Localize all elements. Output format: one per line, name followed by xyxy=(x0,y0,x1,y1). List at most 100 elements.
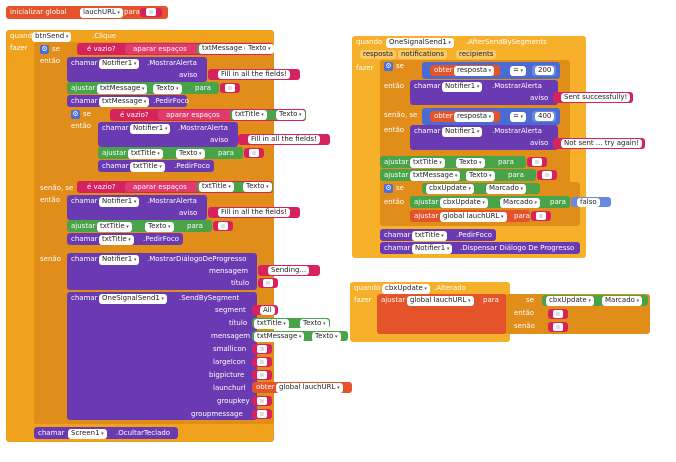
notifier-dropdown-5[interactable]: Notifier1 xyxy=(442,82,483,92)
empty-text-largeicon[interactable] xyxy=(252,357,272,367)
call-txttitle-focus-3[interactable]: chamar txtTitle .PedirFoco xyxy=(380,229,496,241)
cbxupdate-dropdown-3[interactable]: cbxUpdate xyxy=(382,284,430,294)
checked-dropdown-3[interactable]: Marcado xyxy=(602,296,643,306)
call-txtmessage-focus[interactable]: chamar txtMessage .PedirFoco xyxy=(67,95,189,107)
empty-text-7[interactable] xyxy=(531,211,551,221)
global-lauchurl-dropdown[interactable]: global lauchURL xyxy=(276,383,343,393)
call-notifier-showalert[interactable]: chamar Notifier1 .MostrarAlerta aviso xyxy=(67,57,207,82)
resposta-dropdown-2[interactable]: resposta xyxy=(454,112,495,122)
empty-text-3[interactable] xyxy=(213,221,233,231)
txttitle-dropdown-6[interactable]: txtTitle xyxy=(99,235,134,245)
is-empty-block[interactable]: é vazio? aparar espaços txtMessage Texto xyxy=(77,43,274,55)
number-200[interactable]: 200 xyxy=(532,65,556,76)
text-prop-dropdown-9[interactable]: Texto xyxy=(456,158,485,168)
set-txtmessage-after[interactable]: ajustar txtMessage Texto para xyxy=(380,169,536,181)
is-empty-block-3[interactable]: é vazio? aparar espaços txtTitle Texto xyxy=(77,181,273,193)
txtmessage-getter-2[interactable]: txtMessage Texto xyxy=(252,331,348,342)
global-name-field[interactable]: lauchURL xyxy=(80,8,123,18)
cbxupdate-dropdown-4[interactable]: cbxUpdate xyxy=(546,296,594,306)
trim-block[interactable]: aparar espaços txtMessage Texto xyxy=(125,44,274,54)
text-prop-dropdown[interactable]: Texto xyxy=(245,44,274,54)
call-txttitle-focus-2[interactable]: chamar txtTitle .PedirFoco xyxy=(67,233,183,245)
cbxupdate-checked-getter-2[interactable]: cbxUpdate Marcado xyxy=(542,295,648,306)
number-400[interactable]: 400 xyxy=(532,111,556,122)
text-prop-dropdown-5[interactable]: Texto xyxy=(243,182,272,192)
notifier-dropdown-6[interactable]: Notifier1 xyxy=(442,127,483,137)
empty-text-bigpicture[interactable] xyxy=(252,370,272,380)
notifier-dropdown-7[interactable]: Notifier1 xyxy=(412,244,453,254)
txtmessage-dropdown-2[interactable]: txtMessage xyxy=(97,84,148,94)
get-global-lauchurl[interactable]: obter global lauchURL xyxy=(252,382,352,393)
component-dropdown[interactable]: btnSend xyxy=(32,32,72,42)
call-hide-keyboard[interactable]: chamar Screen1 .OcultarTeclado xyxy=(34,427,178,439)
fail-text[interactable]: Not sent ... try again! xyxy=(553,138,645,149)
set-txttitle-after[interactable]: ajustar txtTitle Texto para xyxy=(380,156,526,168)
sending-text[interactable]: Sending... xyxy=(258,265,320,276)
false-value[interactable]: falso xyxy=(577,198,600,207)
compare-400-block[interactable]: obter resposta = 400 xyxy=(422,108,560,125)
global-lauchurl-dropdown-3[interactable]: global lauchURL xyxy=(407,296,474,306)
txttitle-getter-3[interactable]: txtTitle Texto xyxy=(252,318,330,329)
sending-value[interactable]: Sending... xyxy=(268,266,310,275)
txttitle-dropdown-9[interactable]: txtTitle xyxy=(412,231,447,241)
notifier-dropdown[interactable]: Notifier1 xyxy=(99,59,140,69)
empty-text-4[interactable] xyxy=(258,278,278,288)
notifier-dropdown-4[interactable]: Notifier1 xyxy=(99,255,140,265)
txttitle-dropdown[interactable]: txtTitle xyxy=(232,110,267,120)
empty-text-2[interactable] xyxy=(244,148,264,158)
empty-text-block[interactable] xyxy=(140,8,162,17)
text-prop-dropdown-3[interactable]: Texto xyxy=(276,110,305,120)
param-resposta[interactable]: resposta xyxy=(360,50,397,59)
gear-icon-2[interactable]: ⚙ xyxy=(71,110,80,119)
set-global-lauchurl-2[interactable]: ajustar global lauchURL para xyxy=(377,294,507,334)
cbxupdate-checked-getter[interactable]: cbxUpdate Marcado xyxy=(422,183,540,194)
param-recipients[interactable]: recipients xyxy=(456,50,497,59)
txtmessage-dropdown-4[interactable]: txtMessage xyxy=(254,332,305,342)
cbxupdate-dropdown-2[interactable]: cbxUpdate xyxy=(440,198,488,208)
empty-text-groupkey[interactable] xyxy=(252,396,272,406)
text-prop-dropdown-4[interactable]: Texto xyxy=(176,149,205,159)
onesignal-dropdown-2[interactable]: OneSignalSend1 xyxy=(386,38,454,48)
text-prop-dropdown-8[interactable]: Texto xyxy=(312,332,341,342)
fill-fields-value-2[interactable]: Fill in all the fields! xyxy=(248,135,320,144)
eq-dropdown-2[interactable]: = xyxy=(510,112,526,122)
fail-value[interactable]: Not sent ... try again! xyxy=(561,139,642,148)
empty-text-1[interactable] xyxy=(220,83,240,93)
gear-icon-3[interactable]: ⚙ xyxy=(384,62,393,71)
call-notifier-showalert-2[interactable]: chamar Notifier1 .MostrarAlerta aviso xyxy=(98,122,238,147)
compare-200-block[interactable]: obter resposta = 200 xyxy=(422,62,560,79)
fill-fields-text-2[interactable]: Fill in all the fields! xyxy=(238,134,330,145)
text-prop-dropdown-10[interactable]: Texto xyxy=(466,171,495,181)
get-resposta-2[interactable]: obter resposta xyxy=(430,111,500,122)
is-empty-block-2[interactable]: é vazio? aparar espaços txtTitle Texto xyxy=(110,109,306,121)
all-value[interactable]: All xyxy=(260,306,275,315)
fill-fields-value[interactable]: Fill in all the fields! xyxy=(218,70,290,79)
txttitle-dropdown-8[interactable]: txtTitle xyxy=(410,158,445,168)
call-dismiss-progress[interactable]: chamar Notifier1 .Dispensar Diálogo De P… xyxy=(380,242,580,254)
empty-text-smallicon[interactable] xyxy=(252,344,272,354)
global-init-block[interactable]: inicializar global lauchURL para xyxy=(6,6,168,19)
gear-icon-4[interactable]: ⚙ xyxy=(384,184,393,193)
txtmessage-dropdown-5[interactable]: txtMessage xyxy=(410,171,461,181)
txtmessage-dropdown-3[interactable]: txtMessage xyxy=(99,97,150,107)
gear-icon[interactable]: ⚙ xyxy=(40,45,49,54)
number-200-value[interactable]: 200 xyxy=(535,66,555,75)
empty-text-5[interactable] xyxy=(527,157,547,167)
text-prop-dropdown-6[interactable]: Texto xyxy=(145,222,174,232)
call-show-progress[interactable]: chamar Notifier1 .MostrarDiálogoDeProgre… xyxy=(67,253,257,290)
call-txttitle-focus[interactable]: chamar txtTitle .PedirFoco xyxy=(98,160,214,172)
text-prop-dropdown-7[interactable]: Texto xyxy=(300,319,329,329)
empty-text-6[interactable] xyxy=(537,170,557,180)
set-txtmessage-text[interactable]: ajustar txtMessage Texto para xyxy=(67,82,219,94)
txttitle-dropdown-2[interactable]: txtTitle xyxy=(128,149,163,159)
txttitle-dropdown-5[interactable]: txtTitle xyxy=(97,222,132,232)
call-sendbysegment[interactable]: chamar OneSignalSend1 .SendBySegment seg… xyxy=(67,292,257,420)
set-global-lauchurl[interactable]: ajustar global lauchURL para xyxy=(410,210,530,222)
success-value[interactable]: Sent successfully! xyxy=(561,93,631,102)
call-alert-success[interactable]: chamar Notifier1 .MostrarAlerta aviso xyxy=(410,80,558,105)
txttitle-dropdown-4[interactable]: txtTitle xyxy=(199,182,234,192)
fill-fields-value-3[interactable]: Fill in all the fields! xyxy=(218,208,290,217)
get-resposta[interactable]: obter resposta xyxy=(430,65,500,76)
onesignal-dropdown[interactable]: OneSignalSend1 xyxy=(99,294,167,304)
empty-text-else[interactable] xyxy=(548,322,568,332)
